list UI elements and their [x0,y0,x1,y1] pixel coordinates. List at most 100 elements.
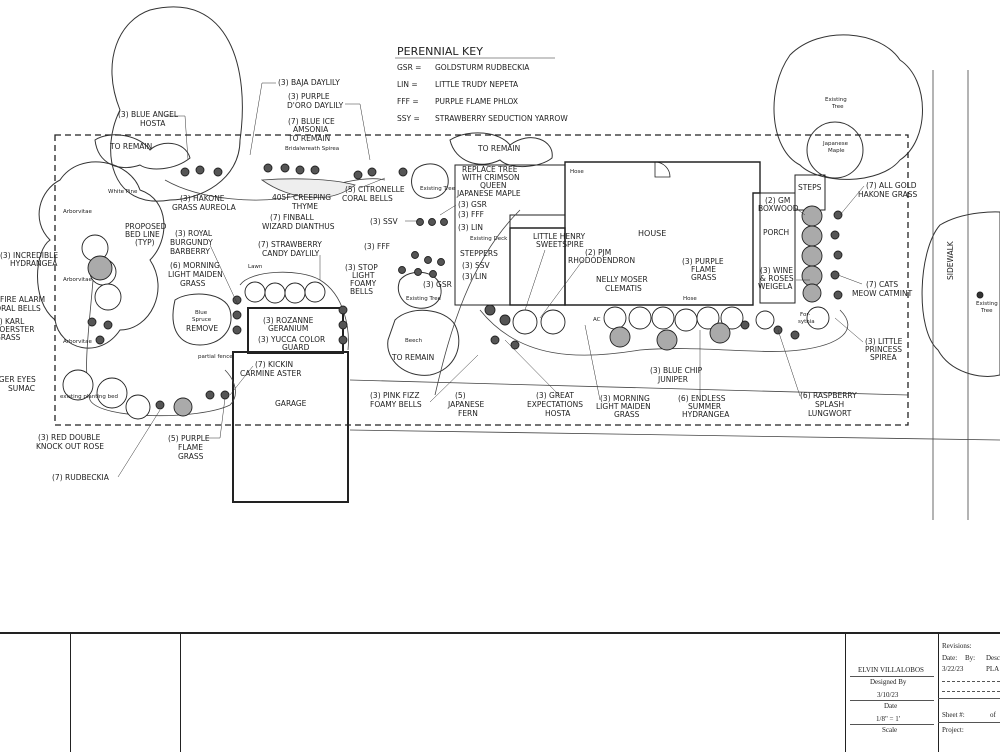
key-code-gsr: GSR = [397,63,421,72]
label-to-remain-mid: TO REMAIN [477,144,520,153]
label-existing-tree-big-1: Existing [825,97,847,103]
bed-line-left [86,234,236,417]
label-lin-2: (3) LIN [462,272,487,281]
label-raspberry-2: SPLASH [815,400,844,409]
existing-tree-small-canopy [411,163,449,199]
leader-blue-angel [165,115,189,161]
rev-row-desc: PLA [986,665,1000,673]
left-shrub-group [94,134,191,170]
label-creeping-2: THYME [291,202,318,211]
label-existing-tree-small: Existing Tree [420,186,456,192]
label-hose-1: Hose [570,169,584,175]
label-sidewalk: SIDEWALK [946,240,955,280]
label-purple-flame-right-3: GRASS [691,273,717,282]
rev-row-date: 3/22/23 [942,665,964,673]
label-to-remain-top: TO REMAIN [287,134,330,143]
key-name-fff: PURPLE FLAME PHLOX [435,97,518,106]
designed-by-label: Designed By [870,678,907,686]
label-rozanne-2: GERANIUM [268,324,308,333]
leader-pjm [539,259,584,319]
top-shrub-group [449,132,553,167]
boxwood-group [87,205,823,417]
label-great-1: (3) GREAT [536,391,574,400]
label-little-princess-1: (3) LITTLE [865,337,903,346]
label-purple-doro-2: D'ORO DAYLILY [287,101,344,110]
label-remove: REMOVE [186,324,218,333]
label-little-henry-1: LITTLE HENRY [533,232,585,241]
key-code-lin: LIN = [397,80,418,89]
label-proposed-3: (TYP) [135,238,155,247]
label-karl-3: GRASS [0,333,21,342]
label-replace-3: QUEEN [480,181,506,190]
key-code-ssy: SSY = [397,114,420,123]
rev-section-line [938,698,1000,699]
label-all-gold-2: HAKONE GRASS [858,190,918,199]
existing-tree-mid-canopy [397,271,442,309]
label-rozanne-1: (3) ROZANNE [263,316,314,325]
label-morning-3: GRASS [180,279,206,288]
leader-baja [249,82,276,156]
label-forsythia-1: For- [800,312,810,318]
rev-desc-label: Desc [986,654,1000,662]
label-wine-1: (3) WINE [760,266,793,275]
label-existing-tree-right-2: Tree [980,308,993,314]
leader-kickin [229,365,254,396]
sheet-line [938,722,1000,723]
label-endless-3: HYDRANGEA [682,410,730,419]
label-existing-deck: Existing Deck [470,236,508,242]
label-kickin-1: (7) KICKIN [255,360,293,369]
key-name-gsr: GOLDSTURM RUDBECKIA [435,63,530,72]
leader-purple-flame-left [205,397,226,439]
label-purple-flame-left-3: GRASS [178,452,204,461]
scale-line [850,724,934,725]
driveway-line [349,379,909,396]
label-stop-1: (3) STOP [345,263,378,272]
label-japanese-fern-1: (5) [455,391,466,400]
title-block-cell-2 [180,634,181,752]
rev-date-label: Date: [942,654,958,662]
label-karl-2: FOERSTER [0,325,34,334]
label-replace-2: WITH CRIMSON [462,173,520,182]
landscape-plan: PERENNIAL KEY GSR = GOLDSTURM RUDBECKIA … [0,6,1000,520]
bed-line-house [479,309,849,356]
label-hakone-2: GRASS AUREOLA [172,203,237,212]
leader-morning-right [584,324,601,401]
label-replace-4: JAPANESE MAPLE [456,189,521,198]
existing-tree-dot [976,291,984,299]
leader-cats [837,274,863,285]
label-gsr-1: (3) GSR [458,200,487,209]
label-porch: PORCH [763,228,789,237]
label-cats-2: MEOW CATMINT [852,289,913,298]
label-arborvitae-2: Arborvitae [63,277,92,283]
label-pink-fizz-2: FOAMY BELLS [370,400,422,409]
label-purple-flame-left-1: (5) PURPLE [168,434,210,443]
label-jap-maple-1: Japanese [822,141,849,147]
sidewalk-tree-canopy [921,211,1000,377]
label-great-3: HOSTA [545,409,571,418]
label-tiger-1: TIGER EYES [0,375,36,384]
leader-pink-fizz [429,354,479,403]
label-royal-3: BARBERRY [170,247,210,256]
label-wine-3: WEIGELA [758,282,793,291]
label-lin-1: (3) LIN [458,223,483,232]
label-proposed-2: BED LINE [125,230,160,239]
label-hose-2: Hose [683,296,697,302]
label-baja: (3) BAJA DAYLILY [278,78,340,87]
label-blue-spruce-2: Spruce [192,317,212,323]
label-house: HOUSE [638,229,666,238]
leader-gsr [439,204,457,216]
label-citronelle-2: CORAL BELLS [342,194,393,203]
label-red-double-2: KNOCK OUT ROSE [36,442,104,451]
label-existing-tree-mid: Existing Tree [406,296,442,302]
label-great-2: EXPECTATIONS [527,400,583,409]
key-name-ssy: STRAWBERRY SEDUCTION YARROW [435,114,568,123]
label-blue-angel-1: (3) BLUE ANGEL [118,110,179,119]
label-yucca-1: (3) YUCCA COLOR [258,335,325,344]
beech-canopy [387,309,460,376]
label-little-princess-2: PRINCESS [865,345,902,354]
walkway-line [434,209,521,396]
title-block-cell-3 [845,634,846,752]
label-bridalwreath: Bridalwreath Spirea [285,146,339,152]
porch-outline [759,192,796,304]
label-raspberry-3: LUNGWORT [808,409,852,418]
